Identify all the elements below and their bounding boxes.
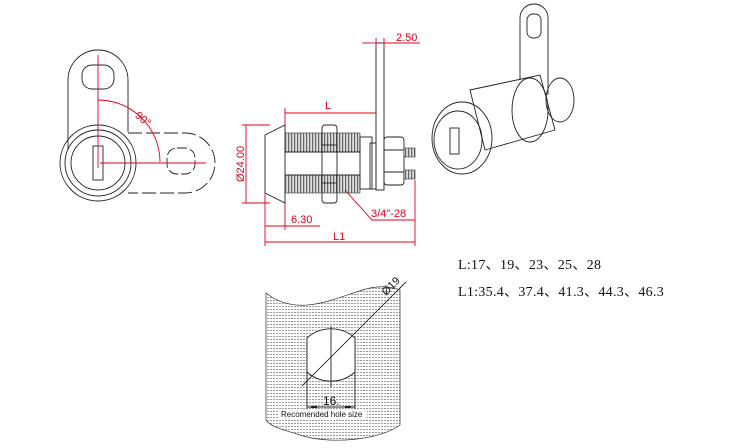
face-depth-label: 6.30 [291, 214, 312, 226]
side-view: 2.50 L Ø24.00 6.30 L1 3/4"-28 [235, 32, 420, 246]
mounting-nut [321, 124, 338, 204]
lock-3d-view [431, 3, 575, 175]
cam-nut [383, 136, 405, 186]
spec-l-values: L:17、19、23、25、28 [458, 258, 602, 273]
diameter-label: Ø24.00 [235, 146, 247, 182]
thread-label: 3/4"-28 [371, 208, 406, 220]
front-view: 90° [59, 49, 216, 202]
angle-arc [97, 99, 161, 163]
hole-caption: Recomended hole size [281, 410, 363, 419]
cam-plate [375, 42, 385, 191]
cam-thickness-label: 2.50 [396, 32, 417, 44]
keyway-3d [449, 127, 460, 155]
hole-width-label: 16. [323, 394, 340, 408]
length-label: L [325, 100, 331, 112]
cam-tab-vertical [67, 49, 129, 150]
cam-tab-rotated [128, 132, 216, 194]
spec-l1-values: L1:35.4、37.4、41.3、44.3、46.3 [458, 285, 665, 300]
overall-length-label: L1 [333, 231, 345, 243]
lock-face [264, 124, 286, 204]
hole-view: Ø19 16. Recomended hole size [265, 275, 407, 441]
